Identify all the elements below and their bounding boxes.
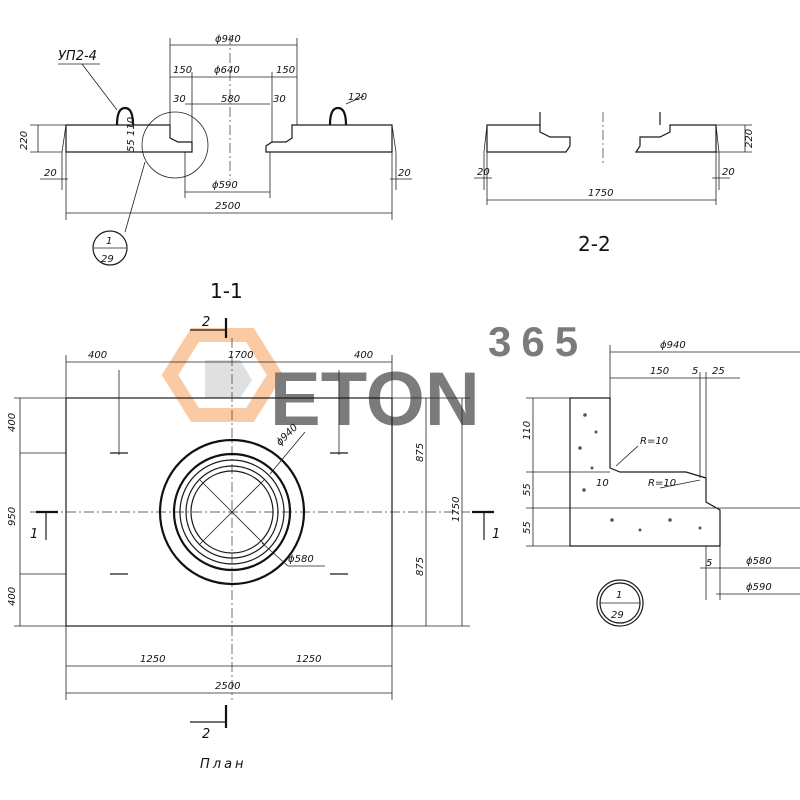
cut-right-1: 1 — [492, 527, 500, 542]
dim-r120: 120 — [348, 92, 367, 103]
dim-20-right: 20 — [398, 168, 411, 179]
watermark-brand: ETON — [270, 357, 480, 442]
dim-640: ϕ640 — [214, 65, 240, 76]
detail-1: ϕ940 150 5 25 110 55 55 R=10 R=10 10 5 ϕ… — [522, 340, 800, 627]
plan-top-400-left: 400 — [88, 350, 107, 361]
section-1-1-title: 1-1 — [210, 279, 243, 303]
plan-right-1750: 1750 — [451, 497, 462, 522]
dim-h220: 220 — [19, 131, 30, 150]
plan-left-400-bottom: 400 — [7, 587, 18, 606]
dim-580: 580 — [221, 94, 240, 105]
dim-940: ϕ940 — [215, 34, 241, 45]
dim-h55: 55 — [126, 139, 137, 152]
dim-2-2-20-right: 20 — [722, 167, 735, 178]
dim-2-2-h220: 220 — [744, 129, 755, 148]
section-2-2: 220 20 20 1750 2-2 — [474, 112, 755, 256]
mark-label: УП2-4 — [58, 49, 97, 64]
detail-w5-top: 5 — [692, 366, 698, 377]
dim-2500: 2500 — [215, 201, 240, 212]
dim-h110: 110 — [126, 117, 137, 136]
detail-h110: 110 — [522, 421, 533, 440]
cut-left-1: 1 — [30, 527, 38, 542]
dim-150-left: 150 — [173, 65, 192, 76]
section-2-2-title: 2-2 — [578, 232, 611, 256]
detail-d590: ϕ590 — [746, 582, 772, 593]
detail-w10: 10 — [596, 478, 609, 489]
dim-150-right: 150 — [276, 65, 295, 76]
detail-h55-top: 55 — [522, 483, 533, 496]
callout-num: 1 — [106, 236, 112, 247]
detail-d940: ϕ940 — [660, 340, 686, 351]
plan-bottom-1250-left: 1250 — [140, 654, 165, 665]
detail-callout-num: 1 — [616, 590, 622, 601]
plan-left-950: 950 — [7, 507, 18, 526]
detail-h55-bottom: 55 — [522, 521, 533, 534]
plan-right-875-bottom: 875 — [415, 557, 426, 576]
watermark: ETON 365 — [161, 318, 588, 442]
dim-2-2-20-left: 20 — [477, 167, 490, 178]
callout-sheet: 29 — [101, 254, 114, 265]
cut-bottom-2: 2 — [202, 727, 210, 742]
dim-20-left: 20 — [44, 168, 57, 179]
cut-top-2: 2 — [202, 315, 210, 330]
dim-30-right: 30 — [273, 94, 286, 105]
detail-w5-bottom: 5 — [706, 558, 712, 569]
section-1-1: УП2-4 1 29 ϕ940 150 ϕ640 150 30 580 30 1… — [19, 34, 412, 303]
detail-w25: 25 — [712, 366, 725, 377]
plan-bottom-1250-right: 1250 — [296, 654, 321, 665]
plan-right-875-top: 875 — [415, 443, 426, 462]
detail-r10-a: R=10 — [640, 436, 668, 447]
detail-d580: ϕ580 — [746, 556, 772, 567]
plan-top-1700: 1700 — [228, 350, 253, 361]
plan-bottom-2500: 2500 — [215, 681, 240, 692]
plan-title: План — [200, 757, 247, 772]
detail-r10-b: R=10 — [648, 478, 676, 489]
dim-30-left: 30 — [173, 94, 186, 105]
plan-d580: ϕ580 — [288, 554, 314, 565]
detail-w150: 150 — [650, 366, 669, 377]
plan-left-400-top: 400 — [7, 413, 18, 432]
plan-top-400-right: 400 — [354, 350, 373, 361]
detail-callout-sheet: 29 — [611, 610, 624, 621]
dim-590: ϕ590 — [212, 180, 238, 191]
watermark-number: 365 — [488, 318, 588, 365]
dim-1750: 1750 — [588, 188, 613, 199]
